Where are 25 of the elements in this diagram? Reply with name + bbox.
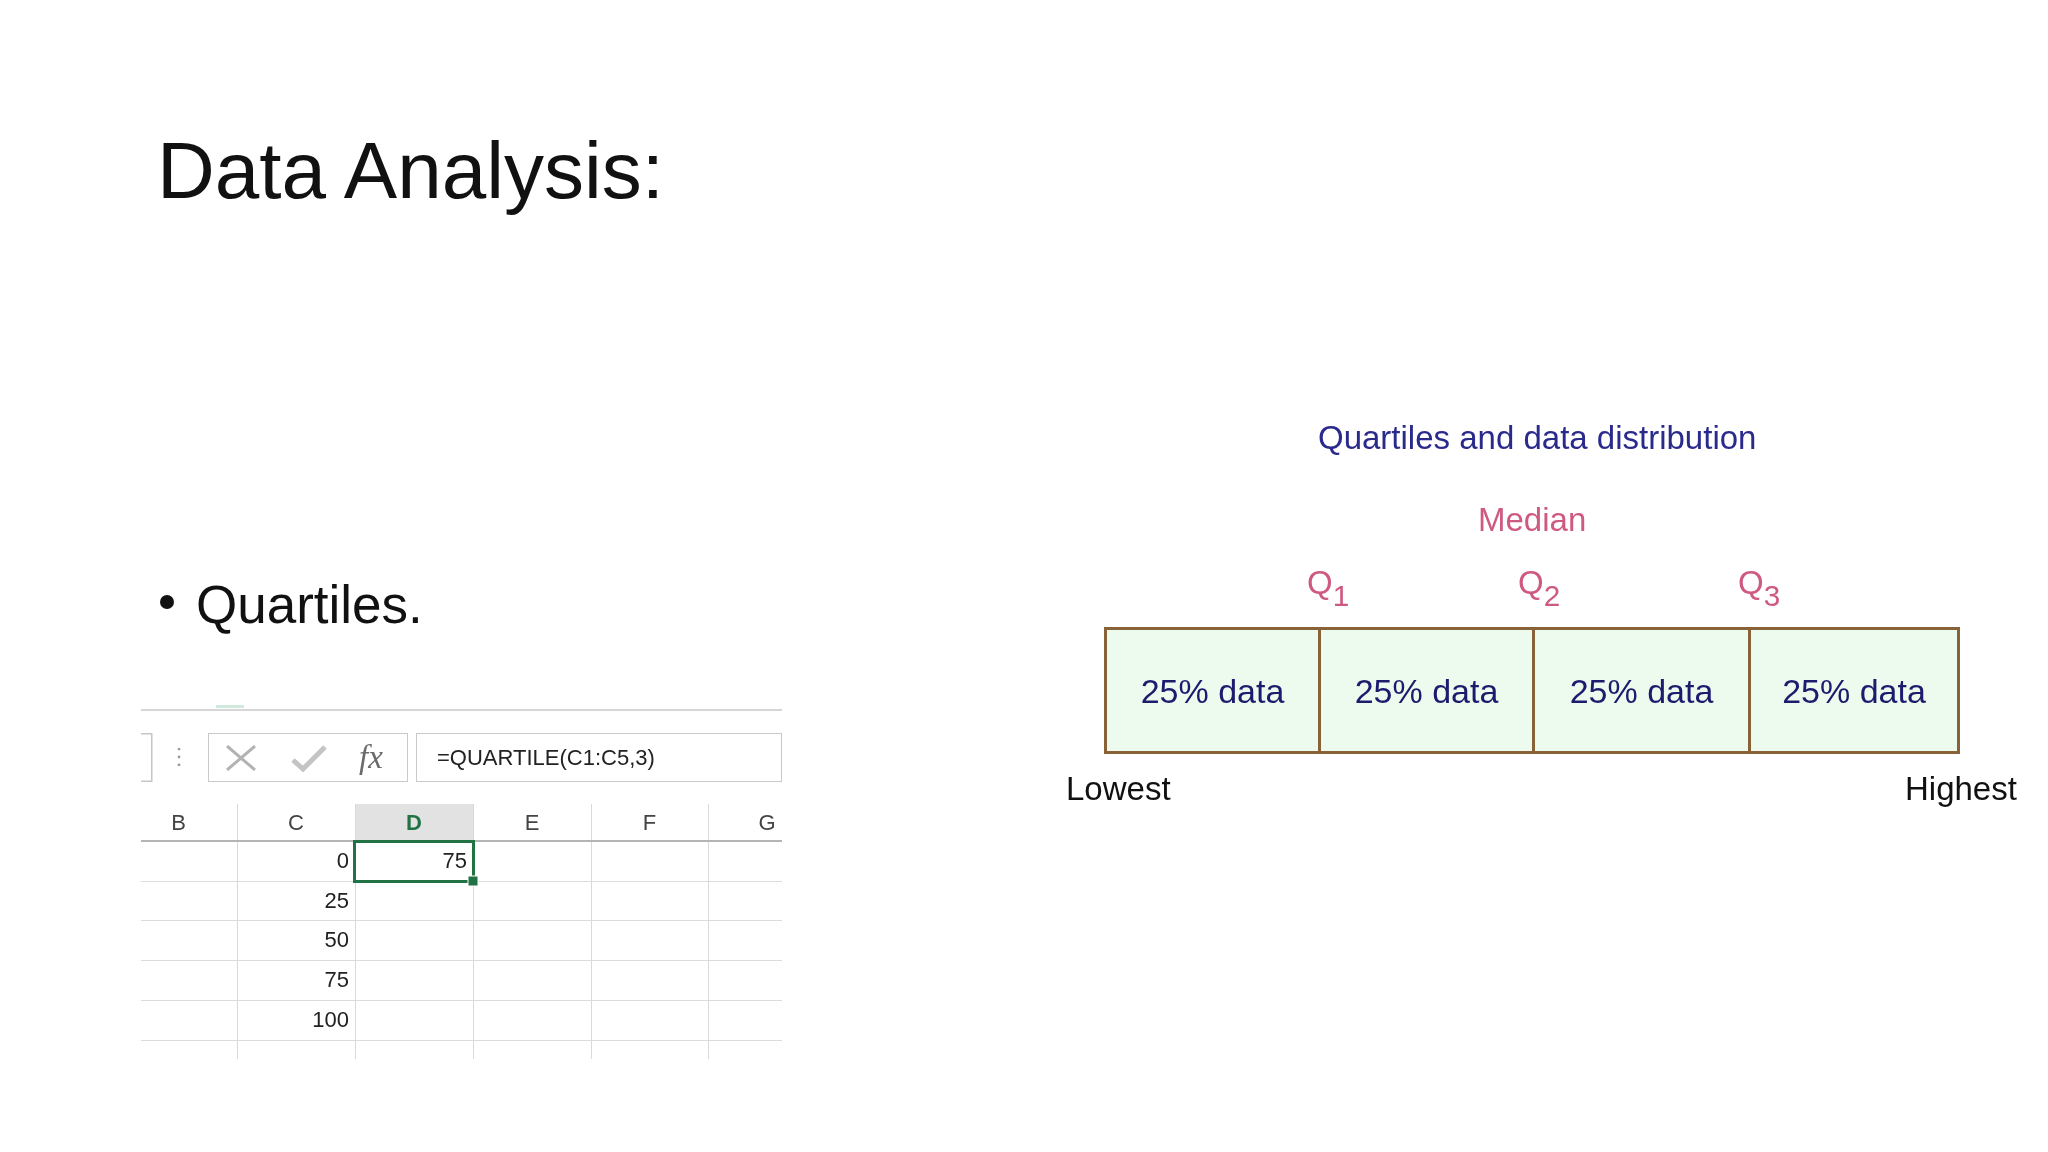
numeric-value: 50 bbox=[324, 929, 349, 952]
numeric-value: 25 bbox=[324, 889, 349, 912]
column-letter: B bbox=[171, 811, 186, 834]
column-letter: E bbox=[524, 811, 540, 834]
scale-end-label: Lowest bbox=[1066, 772, 1171, 805]
quartile-segment: 25% data bbox=[1748, 627, 1960, 754]
scale-end-label: Highest bbox=[1905, 772, 2017, 805]
function-symbol-label: fx bbox=[359, 741, 383, 774]
quartile-marker: Q$_{3}$ bbox=[1738, 566, 1781, 612]
quartile-segment: 25% data bbox=[1318, 627, 1535, 754]
column-letter: G bbox=[758, 811, 776, 834]
column-letter: D bbox=[406, 811, 422, 834]
quartile-segment: 25% data bbox=[1532, 627, 1751, 754]
quartile-marker: Q$_{1}$ bbox=[1307, 566, 1350, 612]
numeric-value: 100 bbox=[312, 1009, 349, 1032]
diagram-heading: Quartiles and data distribution bbox=[1318, 421, 1757, 454]
quartile-segment: 25% data bbox=[1104, 627, 1321, 754]
numeric-value: 75 bbox=[442, 850, 467, 873]
formula-input-field: =QUARTILE(C1:C5,3) bbox=[416, 733, 782, 782]
numeric-value: 0 bbox=[336, 850, 349, 873]
column-letter: F bbox=[642, 811, 657, 834]
numeric-value: 75 bbox=[324, 969, 349, 992]
column-letter: C bbox=[288, 811, 304, 834]
median-label: Median bbox=[1478, 503, 1587, 536]
quartile-marker: Q$_{2}$ bbox=[1518, 566, 1561, 612]
